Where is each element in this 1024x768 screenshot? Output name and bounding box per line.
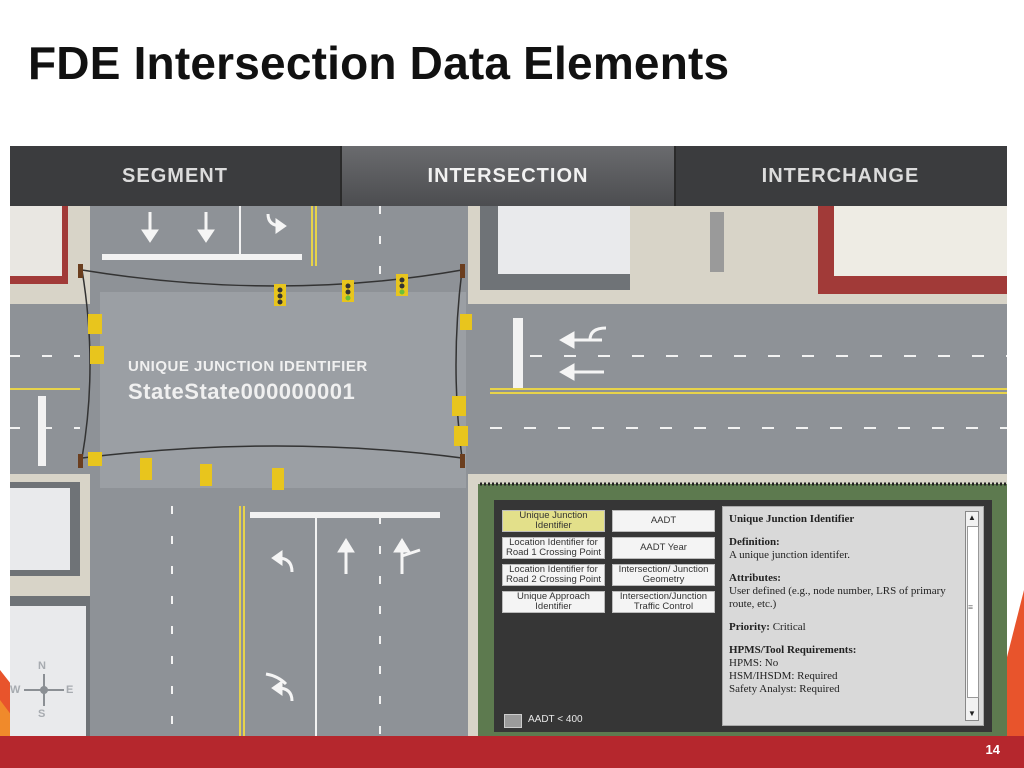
compass-north: N xyxy=(38,660,46,672)
btn-location-road1[interactable]: Location Identifier for Road 1 Crossing … xyxy=(502,537,605,559)
info-scrollbar[interactable]: ▲ ≡ ▼ xyxy=(965,511,979,721)
btn-junction-traffic-control[interactable]: Intersection/Junction Traffic Control xyxy=(612,591,715,613)
definition-text: A unique junction identifer. xyxy=(729,549,850,561)
compass-south: S xyxy=(38,708,46,720)
traffic-signals xyxy=(88,274,472,490)
btn-aadt[interactable]: AADT xyxy=(612,510,715,532)
lane-arrows-bottom xyxy=(265,538,421,702)
btn-unique-junction-identifier[interactable]: Unique Junction Identifier xyxy=(502,510,605,532)
junction-label-heading: UNIQUE JUNCTION IDENTIFIER xyxy=(128,358,368,375)
page-number: 14 xyxy=(985,742,1000,757)
legend-swatch xyxy=(504,714,522,728)
safety-value: Safety Analyst: Required xyxy=(729,683,840,695)
tab-bar: SEGMENT INTERSECTION INTERCHANGE xyxy=(10,146,1007,206)
compass-icon xyxy=(24,674,64,706)
tab-segment[interactable]: SEGMENT xyxy=(122,165,228,187)
lane-arrows-top xyxy=(141,212,287,243)
compass-west: W xyxy=(10,684,21,696)
scroll-grip-icon: ≡ xyxy=(968,602,974,612)
lane-arrows-right xyxy=(558,326,607,381)
tab-intersection[interactable]: INTERSECTION xyxy=(340,146,676,206)
scroll-up-icon[interactable]: ▲ xyxy=(968,513,976,522)
hpms-value: HPMS: No xyxy=(729,657,779,669)
btn-location-road2[interactable]: Location Identifier for Road 2 Crossing … xyxy=(502,564,605,586)
btn-aadt-year[interactable]: AADT Year xyxy=(612,537,715,559)
scroll-thumb[interactable] xyxy=(967,526,979,698)
info-title: Unique Junction Identifier xyxy=(729,513,855,525)
priority-label: Priority: xyxy=(729,621,770,633)
hpms-label: HPMS/Tool Requirements: xyxy=(729,644,857,656)
btn-junction-geometry[interactable]: Intersection/ Junction Geometry xyxy=(612,564,715,586)
data-element-panel: Unique Junction Identifier AADT Location… xyxy=(494,500,992,732)
junction-id-value: StateState000000001 xyxy=(128,379,356,404)
legend-label: AADT < 400 xyxy=(528,714,583,725)
tab-interchange[interactable]: INTERCHANGE xyxy=(761,165,920,187)
scroll-down-icon[interactable]: ▼ xyxy=(968,709,976,718)
hsm-value: HSM/IHSDM: Required xyxy=(729,670,838,682)
attributes-label: Attributes: xyxy=(729,572,781,584)
junction-identifier-label: UNIQUE JUNCTION IDENTIFIER StateState000… xyxy=(128,358,368,405)
priority-value: Critical xyxy=(772,621,806,633)
signal-wire-bottom xyxy=(81,445,463,459)
attributes-text: User defined (e.g., node number, LRS of … xyxy=(729,585,946,610)
info-box: Unique Junction Identifier Definition: A… xyxy=(722,506,984,726)
definition-label: Definition: xyxy=(729,536,780,548)
btn-unique-approach-identifier[interactable]: Unique Approach Identifier xyxy=(502,591,605,613)
signal-wire-left xyxy=(81,269,91,459)
footer-bar xyxy=(0,736,1024,768)
slide-title: FDE Intersection Data Elements xyxy=(28,37,730,89)
compass-east: E xyxy=(66,684,74,696)
intersection-graphic: SEGMENT INTERSECTION INTERCHANGE xyxy=(10,146,1007,736)
